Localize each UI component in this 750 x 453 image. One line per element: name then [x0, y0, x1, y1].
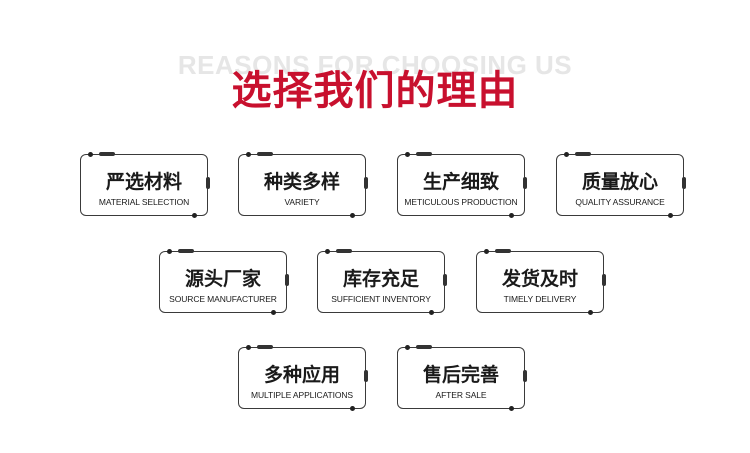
accent-bar: [178, 249, 194, 253]
card-title: 生产细致: [422, 171, 499, 193]
card-subtitle: AFTER SALE: [435, 390, 487, 400]
corner-dot: [246, 345, 251, 350]
corner-dot: [668, 213, 673, 218]
accent-bar: [257, 152, 273, 156]
card-title: 源头厂家: [184, 268, 261, 290]
side-bar: [523, 177, 527, 189]
side-bar: [443, 274, 447, 286]
card-title: 严选材料: [105, 171, 182, 193]
corner-dot: [246, 152, 251, 157]
background-title: REASONS FOR CHOOSING US: [177, 50, 573, 80]
side-bar: [523, 370, 527, 382]
card-subtitle: MULTIPLE APPLICATIONS: [251, 390, 353, 400]
corner-dot: [325, 249, 330, 254]
card-title: 质量放心: [581, 171, 658, 193]
card-title: 多种应用: [263, 364, 340, 386]
corner-dot: [429, 310, 434, 315]
card-subtitle: SUFFICIENT INVENTORY: [331, 294, 431, 304]
card-title: 售后完善: [422, 364, 499, 386]
corner-dot: [405, 345, 410, 350]
card-subtitle: SOURCE MANUFACTURER: [169, 294, 277, 304]
corner-dot: [509, 406, 514, 411]
accent-bar: [495, 249, 511, 253]
reason-card-variety: 种类多样 VARIETY: [238, 152, 368, 218]
reason-card-material-selection: 严选材料 MATERIAL SELECTION: [80, 152, 210, 218]
reason-card-source-manufacturer: 源头厂家 SOURCE MANUFACTURER: [159, 249, 289, 315]
corner-dot: [350, 406, 355, 411]
card-subtitle: QUALITY ASSURANCE: [575, 197, 665, 207]
accent-bar: [257, 345, 273, 349]
reason-card-meticulous-production: 生产细致 METICULOUS PRODUCTION: [397, 152, 527, 218]
corner-dot: [192, 213, 197, 218]
corner-dot: [509, 213, 514, 218]
side-bar: [602, 274, 606, 286]
corner-dot: [88, 152, 93, 157]
card-subtitle: MATERIAL SELECTION: [98, 197, 190, 207]
card-subtitle: METICULOUS PRODUCTION: [404, 197, 518, 207]
side-bar: [285, 274, 289, 286]
corner-dot: [271, 310, 276, 315]
card-title: 发货及时: [501, 268, 578, 290]
reason-card-multiple-applications: 多种应用 MULTIPLE APPLICATIONS: [238, 345, 368, 411]
corner-dot: [588, 310, 593, 315]
accent-bar: [575, 152, 591, 156]
card-title: 种类多样: [263, 171, 340, 193]
corner-dot: [405, 152, 410, 157]
corner-dot: [564, 152, 569, 157]
accent-bar: [416, 345, 432, 349]
corner-dot: [484, 249, 489, 254]
accent-bar: [336, 249, 352, 253]
side-bar: [364, 177, 368, 189]
reason-card-quality-assurance: 质量放心 QUALITY ASSURANCE: [556, 152, 686, 218]
accent-bar: [416, 152, 432, 156]
page-title: 选择我们的理由: [231, 68, 519, 114]
reason-card-sufficient-inventory: 库存充足 SUFFICIENT INVENTORY: [317, 249, 447, 315]
corner-dot: [350, 213, 355, 218]
reason-card-timely-delivery: 发货及时 TIMELY DELIVERY: [476, 249, 606, 315]
accent-bar: [99, 152, 115, 156]
side-bar: [206, 177, 210, 189]
side-bar: [682, 177, 686, 189]
card-title: 库存充足: [342, 268, 419, 290]
reason-card-after-sale: 售后完善 AFTER SALE: [397, 345, 527, 411]
card-subtitle: VARIETY: [284, 197, 320, 207]
corner-dot: [167, 249, 172, 254]
side-bar: [364, 370, 368, 382]
card-subtitle: TIMELY DELIVERY: [503, 294, 577, 304]
